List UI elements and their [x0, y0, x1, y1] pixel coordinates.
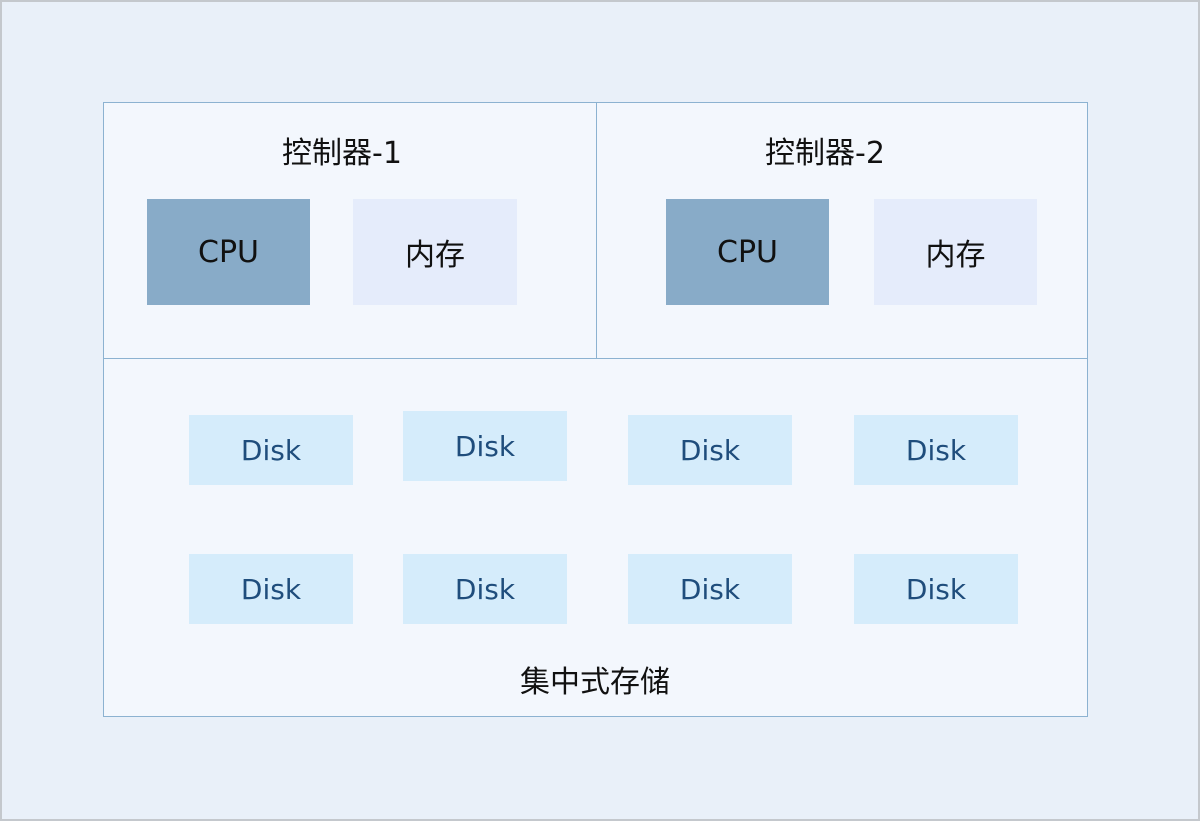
controller-2-memory: 内存 [874, 199, 1037, 305]
disk: Disk [403, 554, 567, 624]
disk: Disk [854, 415, 1018, 485]
controller-2-cpu: CPU [666, 199, 829, 305]
controller-1-cpu: CPU [147, 199, 310, 305]
disk: Disk [628, 554, 792, 624]
disk: Disk [189, 554, 353, 624]
storage-title: 集中式存储 [520, 665, 670, 700]
controller-1-title: 控制器-1 [282, 136, 402, 171]
disk: Disk [854, 554, 1018, 624]
controller-1-memory: 内存 [353, 199, 517, 305]
controller-2-title: 控制器-2 [765, 136, 885, 171]
disk: Disk [189, 415, 353, 485]
disk: Disk [628, 415, 792, 485]
disk: Disk [403, 411, 567, 481]
